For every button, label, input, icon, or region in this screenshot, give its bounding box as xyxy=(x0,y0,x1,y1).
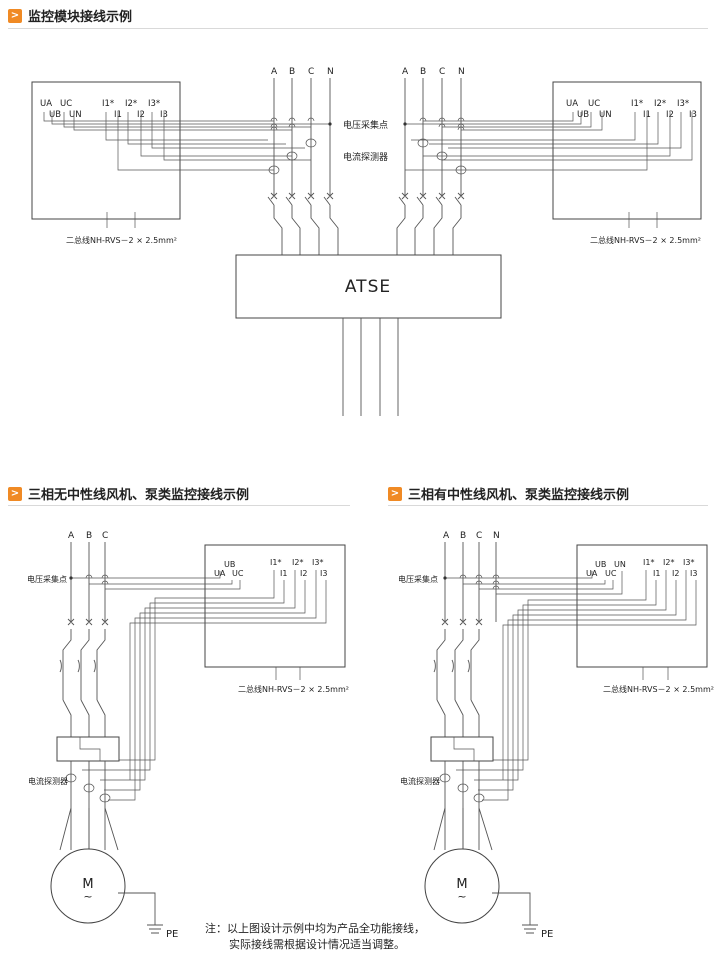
phase-label: C xyxy=(308,67,314,77)
pe-label: PE xyxy=(166,929,178,940)
phase-label: A xyxy=(68,531,75,541)
terminal-label: I1* xyxy=(270,558,281,567)
terminal-label: UA xyxy=(566,99,578,109)
phase-label: N xyxy=(493,531,500,541)
bus-line-label: 二总线NH-RVS－2 × 2.5mm² xyxy=(238,684,349,694)
divider xyxy=(8,28,708,29)
section-title-left: > 三相无中性线风机、泵类监控接线示例 xyxy=(8,484,249,503)
terminal-label: UC xyxy=(60,99,72,109)
phase-label: C xyxy=(102,531,108,541)
section-title-text: 三相有中性线风机、泵类监控接线示例 xyxy=(408,488,630,503)
phase-label: B xyxy=(86,531,92,541)
section-title-top: > 监控模块接线示例 xyxy=(8,6,132,25)
terminal-label: I3* xyxy=(677,99,689,109)
terminal-label: I1 xyxy=(653,569,660,578)
phase-label: N xyxy=(458,67,465,77)
terminal-label: I2* xyxy=(654,99,666,109)
section-title-text: 三相无中性线风机、泵类监控接线示例 xyxy=(28,488,250,503)
bus-line-label: 二总线NH-RVS－2 × 2.5mm² xyxy=(66,235,177,245)
divider xyxy=(8,505,350,506)
phase-label: N xyxy=(327,67,334,77)
motor-ac-symbol: ~ xyxy=(83,890,92,903)
section-title-right: > 三相有中性线风机、泵类监控接线示例 xyxy=(388,484,629,503)
motor-label: M xyxy=(82,877,93,892)
terminal-label: I3 xyxy=(690,569,697,578)
terminal-label: UN xyxy=(69,110,82,120)
voltage-sampling-label: 电压采集点 xyxy=(343,119,388,131)
atse-box xyxy=(235,254,502,319)
phase-label: B xyxy=(420,67,426,77)
terminal-label: I1* xyxy=(631,99,643,109)
phase-label: C xyxy=(439,67,445,77)
terminal-label: UA xyxy=(40,99,52,109)
terminal-label: I2 xyxy=(300,569,307,578)
monitor-module xyxy=(576,544,708,668)
monitor-module xyxy=(204,544,346,668)
motor-label: M xyxy=(456,877,467,892)
phase-label: B xyxy=(289,67,295,77)
terminal-label: UC xyxy=(232,569,244,578)
chevron-right-icon: > xyxy=(8,486,22,501)
voltage-sampling-label: 电压采集点 xyxy=(398,574,438,584)
terminal-label: I3* xyxy=(683,558,694,567)
terminal-label: UB xyxy=(595,560,606,569)
terminal-label: UB xyxy=(577,110,589,120)
phase-label: A xyxy=(402,67,409,77)
chevron-right-icon: > xyxy=(388,486,402,501)
monitor-module-right xyxy=(552,81,702,220)
motor-ac-symbol: ~ xyxy=(457,890,466,903)
divider xyxy=(388,505,708,506)
bus-line-label: 二总线NH-RVS－2 × 2.5mm² xyxy=(590,235,701,245)
phase-label: A xyxy=(271,67,278,77)
terminal-label: I1* xyxy=(643,558,654,567)
terminal-label: UB xyxy=(49,110,61,120)
current-probe-label: 电流探测器 xyxy=(28,776,68,786)
motor-circle xyxy=(50,848,126,924)
pe-label: PE xyxy=(541,929,553,940)
terminal-label: I3 xyxy=(320,569,327,578)
voltage-sampling-label: 电压采集点 xyxy=(27,574,67,584)
bottom-right-diagram: A B C N UB UN UA UC I1* I2* I3* I1 I2 I3… xyxy=(398,531,714,940)
terminal-label: UN xyxy=(599,110,612,120)
footnote-line: 实际接线需根据设计情况适当调整。 xyxy=(229,938,405,951)
terminal-label: UC xyxy=(605,569,617,578)
terminal-label: I2* xyxy=(663,558,674,567)
terminal-label: UC xyxy=(588,99,600,109)
phase-label: C xyxy=(476,531,482,541)
current-probe-label: 电流探测器 xyxy=(343,151,388,163)
terminal-label: I1* xyxy=(102,99,114,109)
footnote: 注：以上图设计示例中均为产品全功能接线， 实际接线需根据设计情况适当调整。 xyxy=(205,921,425,953)
bus-line-label: 二总线NH-RVS－2 × 2.5mm² xyxy=(603,684,714,694)
terminal-label: I2* xyxy=(292,558,303,567)
motor-circle xyxy=(424,848,500,924)
terminal-label: UN xyxy=(614,560,626,569)
phase-label: A xyxy=(443,531,450,541)
chevron-right-icon: > xyxy=(8,8,22,23)
bottom-left-diagram: A B C UB UA UC I1* I2* I3* I1 I2 I3 电压采集… xyxy=(27,531,349,940)
section-title-text: 监控模块接线示例 xyxy=(28,10,133,25)
current-probe-label: 电流探测器 xyxy=(400,776,440,786)
monitor-module-left xyxy=(31,81,181,220)
phase-label: B xyxy=(460,531,466,541)
terminal-label: I2* xyxy=(125,99,137,109)
atse-label: ATSE xyxy=(345,277,391,297)
terminal-label: I3* xyxy=(312,558,323,567)
footnote-line: 注：以上图设计示例中均为产品全功能接线， xyxy=(205,922,425,935)
terminal-label: I1 xyxy=(280,569,287,578)
terminal-label: I3 xyxy=(689,110,697,120)
terminal-label: I2 xyxy=(672,569,679,578)
terminal-label: I3* xyxy=(148,99,160,109)
top-diagram: UA UC UB UN I1* I2* I3* I1 I2 I3 UA UC U… xyxy=(31,67,702,416)
terminal-label: UB xyxy=(224,560,235,569)
